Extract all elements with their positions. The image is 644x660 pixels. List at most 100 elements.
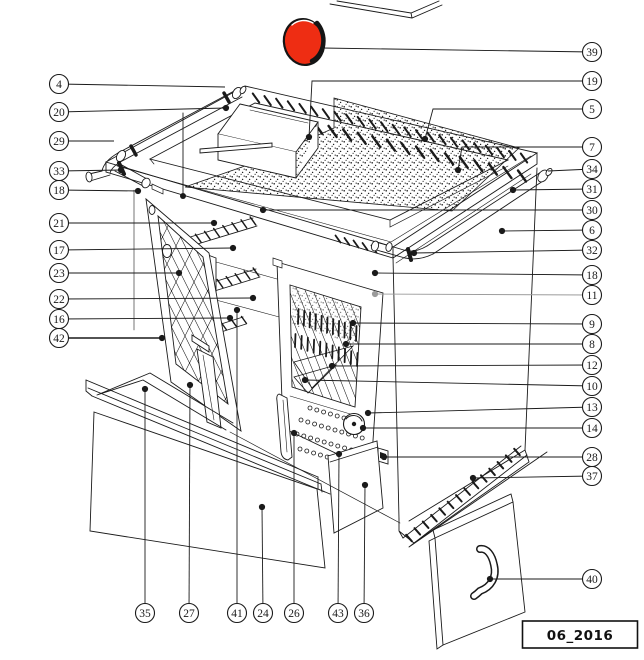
callout-label-11: 11 xyxy=(586,290,597,302)
leader-18 xyxy=(58,189,139,192)
callout-4 xyxy=(48,73,70,95)
leader-dot-17 xyxy=(229,244,237,252)
callout-label-37: 37 xyxy=(586,471,598,483)
callout-9 xyxy=(581,313,603,335)
callout-label-42: 42 xyxy=(53,333,65,345)
leader-dot-23 xyxy=(175,269,183,277)
callout-24 xyxy=(252,602,274,624)
callout-39 xyxy=(581,41,603,63)
callout-label-14: 14 xyxy=(586,423,598,435)
body-right-side-panel xyxy=(392,167,548,548)
callout-label-22: 22 xyxy=(53,294,65,306)
leader-dot-7 xyxy=(454,166,462,174)
callout-5 xyxy=(581,98,603,120)
callout-label-23: 23 xyxy=(53,268,65,280)
callout-label-9: 9 xyxy=(589,319,595,331)
callout-label-21: 21 xyxy=(53,218,65,230)
leader-13 xyxy=(367,406,593,414)
callout-31 xyxy=(581,178,603,200)
callout-label-18: 18 xyxy=(586,270,598,282)
leader-dot-31 xyxy=(509,186,517,194)
callout-30 xyxy=(581,199,603,221)
leader-27 xyxy=(188,384,191,614)
cooking-plate-stipple xyxy=(184,97,520,212)
leader-4 xyxy=(58,83,226,88)
callout-label-28: 28 xyxy=(586,452,598,464)
callout-label-39: 39 xyxy=(586,47,598,59)
loose-rod-and-screw xyxy=(180,112,273,199)
callout-label-34: 34 xyxy=(586,164,598,176)
leader-dot-6 xyxy=(498,227,506,235)
leader-19 xyxy=(308,80,592,138)
callout-29 xyxy=(48,130,70,152)
leader-dot-10 xyxy=(301,376,309,384)
callout-label-4: 4 xyxy=(56,79,62,91)
leader-dot-14 xyxy=(359,424,367,432)
callout-35 xyxy=(134,602,156,624)
side-panel-detached xyxy=(428,493,526,650)
callout-18 xyxy=(581,264,603,286)
callout-label-12: 12 xyxy=(586,360,598,372)
callout-label-30: 30 xyxy=(586,205,598,217)
leader-dot-20 xyxy=(222,104,230,112)
leader-22 xyxy=(58,297,254,300)
stamp-box xyxy=(521,620,639,649)
towel-rail-left xyxy=(85,85,247,195)
callout-8 xyxy=(581,333,603,355)
leader-dot-9 xyxy=(349,319,357,327)
leader-dot-11 xyxy=(371,290,379,298)
callout-label-18: 18 xyxy=(53,185,65,197)
leader-lines xyxy=(58,47,593,614)
plinth-drawer-unit xyxy=(85,372,401,569)
callout-21 xyxy=(48,212,70,234)
leader-dot-42 xyxy=(158,334,166,342)
callout-43 xyxy=(327,602,349,624)
leader-dot-21 xyxy=(210,219,218,227)
callout-34 xyxy=(581,158,603,180)
cooktop-rim xyxy=(104,85,539,259)
callout-label-31: 31 xyxy=(586,184,598,196)
towel-rail-right xyxy=(370,167,553,262)
callout-label-17: 17 xyxy=(53,245,65,257)
leader-dot-40 xyxy=(486,575,494,583)
leader-12 xyxy=(331,364,593,367)
leader-5 xyxy=(424,108,592,140)
leader-18 xyxy=(374,272,593,276)
leader-dot-16 xyxy=(226,314,234,322)
leader-dot-13 xyxy=(364,409,372,417)
leader-11 xyxy=(374,293,593,296)
leader-dot-18 xyxy=(134,187,142,195)
leader-7 xyxy=(457,146,592,171)
callout-37 xyxy=(581,465,603,487)
callout-41 xyxy=(226,602,248,624)
callout-19 xyxy=(581,70,603,92)
callout-7 xyxy=(581,136,603,158)
leader-32 xyxy=(413,249,593,254)
leader-6 xyxy=(501,229,593,232)
callout-label-13: 13 xyxy=(586,402,598,414)
callout-label-35: 35 xyxy=(139,608,151,620)
callout-label-33: 33 xyxy=(53,166,65,178)
leader-dot-26 xyxy=(290,429,298,437)
leader-43 xyxy=(337,453,340,614)
leader-33 xyxy=(58,169,122,172)
callout-11 xyxy=(581,284,603,306)
callout-label-41: 41 xyxy=(231,608,243,620)
callout-23 xyxy=(48,262,70,284)
leader-39 xyxy=(321,47,593,53)
leader-dot-32 xyxy=(410,249,418,257)
leader-16 xyxy=(58,317,231,320)
leader-dot-43 xyxy=(335,450,343,458)
callout-label-6: 6 xyxy=(589,225,595,237)
callout-label-20: 20 xyxy=(53,107,65,119)
stamp-text: 06_2016 xyxy=(547,628,614,644)
riser-box xyxy=(217,103,319,179)
leader-24 xyxy=(261,506,264,614)
leader-dot-27 xyxy=(186,381,194,389)
callout-label-32: 32 xyxy=(586,245,598,257)
leader-dot-18 xyxy=(371,269,379,277)
callout-42 xyxy=(48,327,70,349)
callout-label-10: 10 xyxy=(586,381,598,393)
ash-drawer xyxy=(327,440,384,534)
